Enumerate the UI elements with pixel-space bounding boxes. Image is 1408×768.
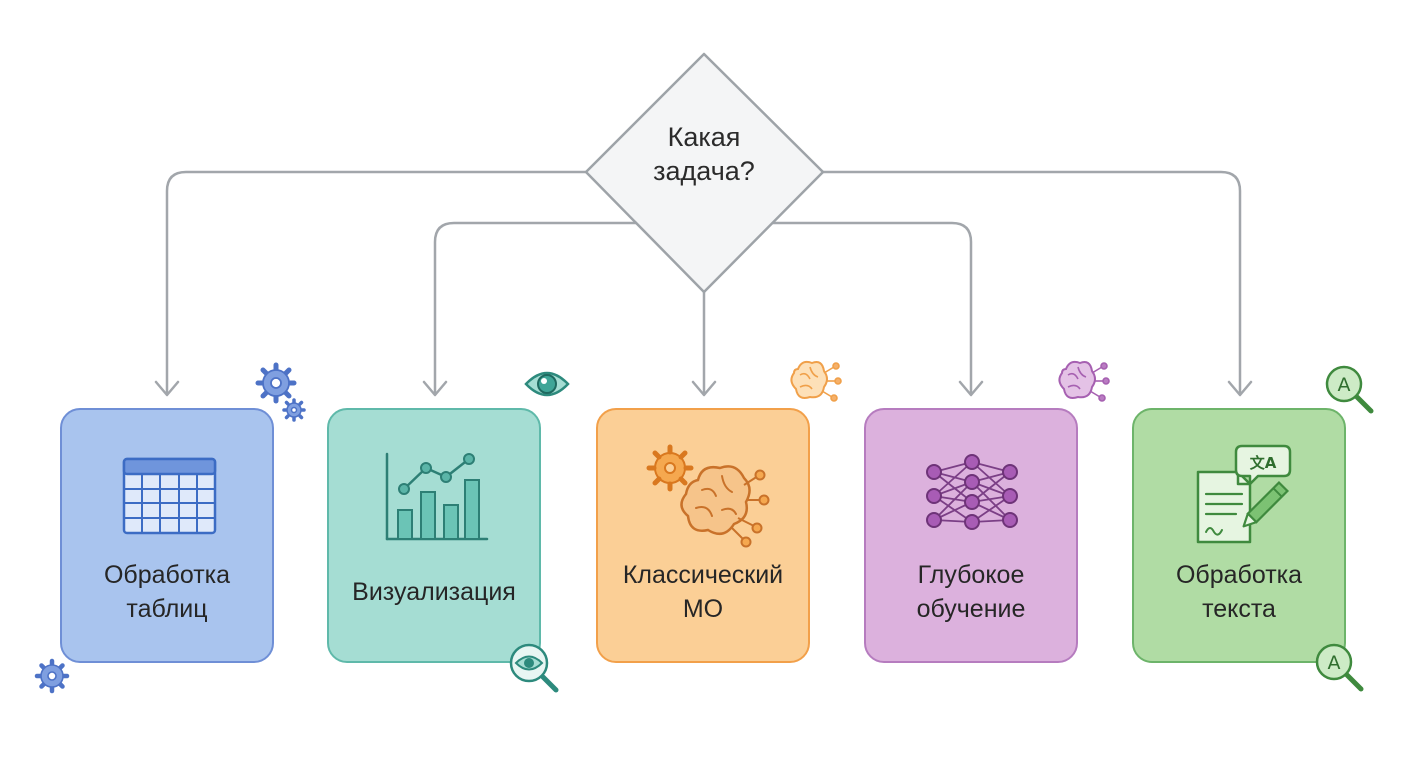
card-tables[interactable]: Обработка таблиц bbox=[60, 408, 274, 663]
card-visualization[interactable]: Визуализация bbox=[327, 408, 541, 663]
eye-magnifier-icon bbox=[509, 643, 559, 693]
connector-text bbox=[821, 170, 1242, 396]
neural-network-icon bbox=[926, 454, 1018, 530]
letter-a-glyph: A bbox=[1328, 652, 1341, 674]
card-label-line-1: Обработка bbox=[1175, 561, 1303, 589]
connector-deep-learning bbox=[770, 221, 973, 396]
card-label-line-2: МО bbox=[682, 595, 724, 623]
gear-brain-icon bbox=[646, 444, 770, 548]
card-label: Классический МО bbox=[598, 558, 808, 626]
decision-text: Какая задача? bbox=[644, 120, 764, 188]
arrowhead-tables bbox=[154, 380, 180, 397]
card-text[interactable]: 文A Обработка текста bbox=[1132, 408, 1346, 663]
card-deep-learning[interactable]: Глубокое обучение bbox=[864, 408, 1078, 663]
eye-icon bbox=[524, 371, 570, 397]
connector-tables bbox=[165, 170, 588, 396]
card-label-line-1: Классический bbox=[622, 561, 784, 589]
letter-a-glyph: A bbox=[1338, 374, 1351, 396]
card-label: Глубокое обучение bbox=[866, 558, 1076, 626]
decision-line-2: задача? bbox=[653, 156, 755, 186]
card-label-line-1: Визуализация bbox=[352, 578, 516, 606]
arrowhead-text bbox=[1227, 380, 1253, 397]
card-classic-ml[interactable]: Классический МО bbox=[596, 408, 810, 663]
arrowhead-classic-ml bbox=[691, 380, 717, 397]
card-label: Обработка текста bbox=[1134, 558, 1344, 626]
decision-line-1: Какая bbox=[667, 122, 741, 152]
letter-a-magnifier-icon: A bbox=[1315, 643, 1364, 692]
card-label-line-1: Глубокое bbox=[917, 561, 1025, 589]
brain-circuit-icon bbox=[1058, 360, 1110, 402]
gear-icon bbox=[255, 362, 306, 422]
arrowhead-deep-learning bbox=[958, 380, 984, 397]
gear-icon bbox=[34, 658, 70, 694]
letter-a-magnifier-icon: A bbox=[1325, 365, 1374, 414]
connector-visualization bbox=[433, 221, 638, 396]
arrowhead-visualization bbox=[422, 380, 448, 397]
document-translate-icon: 文A bbox=[1196, 444, 1292, 544]
decision-diamond bbox=[584, 52, 825, 294]
bar-line-chart-icon bbox=[385, 452, 489, 541]
card-label: Визуализация bbox=[329, 575, 539, 609]
brain-circuit-icon bbox=[790, 360, 842, 402]
card-label-line-2: обучение bbox=[916, 595, 1026, 623]
table-icon bbox=[122, 457, 217, 535]
card-label-line-2: текста bbox=[1202, 595, 1276, 623]
card-label-line-2: таблиц bbox=[126, 595, 208, 623]
card-label: Обработка таблиц bbox=[62, 558, 272, 626]
translate-glyph: 文A bbox=[1250, 454, 1277, 472]
card-label-line-1: Обработка bbox=[103, 561, 231, 589]
